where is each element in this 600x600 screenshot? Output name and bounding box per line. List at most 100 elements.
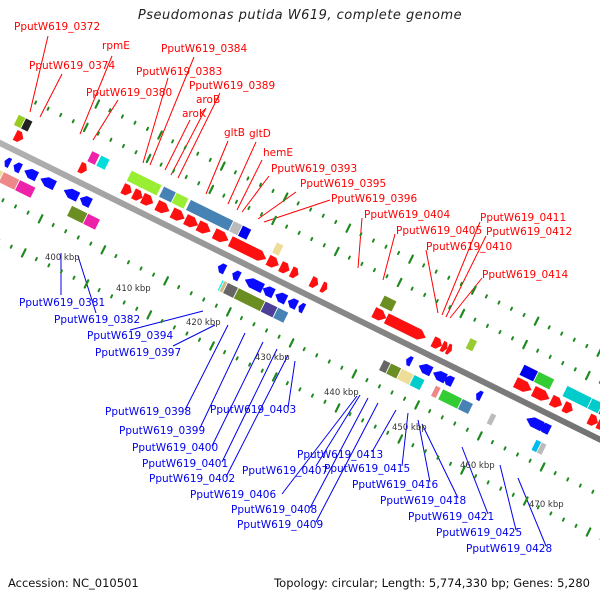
reverse-gene-label[interactable]: PputW619_0400 <box>132 442 218 454</box>
reverse-gene-label[interactable]: PputW619_0409 <box>237 519 323 531</box>
tick-mark <box>171 139 175 144</box>
tick-mark <box>197 181 201 186</box>
reverse-gene-label[interactable]: PputW619_0402 <box>149 473 235 485</box>
forward-gene-label[interactable]: gltD <box>249 128 271 140</box>
tick-mark <box>71 119 75 124</box>
reverse-gene-arrow <box>244 278 265 293</box>
forward-gene-label[interactable]: PputW619_0411 <box>480 212 566 224</box>
tick-mark <box>434 269 438 274</box>
forward-gene-label[interactable]: rpmE <box>102 40 130 52</box>
tick-mark <box>108 108 112 113</box>
reverse-gene-label[interactable]: PputW619_0381 <box>19 297 105 309</box>
reverse-gene-label[interactable]: PputW619_0416 <box>352 479 438 491</box>
tick-mark <box>428 409 432 414</box>
tick-mark <box>536 348 540 353</box>
tick-mark <box>282 192 289 202</box>
reverse-gene-box <box>429 384 442 400</box>
tick-mark <box>474 474 478 479</box>
leader-line <box>445 235 487 318</box>
reverse-gene-arrow <box>63 188 81 202</box>
forward-gene-label[interactable]: gltB <box>224 127 245 139</box>
tick-mark <box>548 354 552 359</box>
forward-gene-arrow <box>444 343 453 355</box>
forward-gene-arrow <box>371 307 387 321</box>
reverse-gene-label[interactable]: PputW619_0382 <box>54 314 140 326</box>
forward-gene-label[interactable]: aroB <box>196 94 220 106</box>
reverse-gene-label[interactable]: PputW619_0394 <box>87 330 173 342</box>
leader-line <box>287 360 296 409</box>
forward-gene-label[interactable]: PputW619_0384 <box>161 43 247 55</box>
tick-mark <box>359 232 363 237</box>
scale-label: 430 kbp <box>255 353 290 363</box>
forward-gene-arrow <box>77 161 87 174</box>
tick-mark <box>122 300 126 305</box>
reverse-gene-label[interactable]: PputW619_0421 <box>408 511 494 523</box>
leader-line <box>236 159 263 211</box>
tick-mark <box>448 305 452 310</box>
forward-gene-label[interactable]: PputW619_0374 <box>29 60 115 72</box>
forward-gene-arrow <box>227 236 267 261</box>
tick-mark <box>347 255 351 260</box>
forward-gene-label[interactable]: PputW619_0405 <box>396 225 482 237</box>
tick-mark <box>135 306 139 311</box>
tick-mark <box>528 458 532 463</box>
tick-mark <box>596 348 600 357</box>
reverse-gene-label[interactable]: PputW619_0428 <box>466 543 552 555</box>
tick-mark <box>522 496 529 506</box>
tick-mark <box>423 292 427 297</box>
leader-line <box>449 277 483 319</box>
forward-gene-label[interactable]: PputW619_0414 <box>482 269 568 281</box>
forward-gene-label[interactable]: aroK <box>182 108 207 120</box>
forward-gene-label[interactable]: hemE <box>263 147 293 159</box>
forward-gene-box <box>378 294 398 313</box>
reverse-gene-label[interactable]: PputW619_0415 <box>324 463 410 475</box>
leader-line <box>172 324 216 347</box>
reverse-gene-label[interactable]: PputW619_0425 <box>436 527 522 539</box>
reverse-gene-label[interactable]: PputW619_0399 <box>119 425 205 437</box>
reverse-gene-label[interactable]: PputW619_0397 <box>95 347 181 359</box>
forward-gene-label[interactable]: PputW619_0395 <box>300 178 386 190</box>
scale-label: 400 kbp <box>45 253 80 263</box>
forward-gene-label[interactable]: PputW619_0393 <box>271 163 357 175</box>
tick-mark <box>196 151 200 156</box>
tick-mark <box>365 378 369 383</box>
reverse-gene-box <box>272 306 290 324</box>
forward-gene-label[interactable]: PputW619_0412 <box>486 226 572 238</box>
tick-mark <box>377 384 382 389</box>
tick-mark <box>233 170 237 175</box>
reverse-gene-label[interactable]: PputW619_0407 <box>242 465 328 477</box>
reverse-gene-label[interactable]: PputW619_0408 <box>231 504 317 516</box>
reverse-gene-label[interactable]: PputW619_0403 <box>210 404 296 416</box>
leader-line <box>142 77 169 164</box>
forward-gene-label[interactable]: PputW619_0404 <box>364 209 450 221</box>
reverse-gene-label[interactable]: PputW619_0398 <box>105 406 191 418</box>
tick-mark <box>223 350 227 355</box>
forward-gene-box <box>532 370 556 391</box>
forward-gene-arrow <box>319 281 328 293</box>
tick-mark <box>547 325 551 330</box>
forward-gene-label[interactable]: PputW619_0372 <box>14 21 100 33</box>
forward-gene-box <box>464 337 479 353</box>
tick-mark <box>327 359 331 364</box>
forward-gene-label[interactable]: PputW619_0383 <box>136 66 222 78</box>
tick-mark <box>408 254 414 264</box>
reverse-gene-label[interactable]: PputW619_0418 <box>380 495 466 507</box>
reverse-gene-label[interactable]: PputW619_0406 <box>190 489 276 501</box>
tick-mark <box>264 328 269 333</box>
forward-gene-label[interactable]: PputW619_0380 <box>86 87 172 99</box>
leader-line <box>199 332 246 429</box>
reverse-gene-label[interactable]: PputW619_0401 <box>142 458 228 470</box>
tick-mark <box>185 331 189 336</box>
forward-gene-label[interactable]: PputW619_0396 <box>331 193 417 205</box>
forward-gene-arrow <box>383 313 426 340</box>
reverse-gene-label[interactable]: PputW619_0413 <box>297 449 383 461</box>
tick-mark <box>322 243 326 248</box>
forward-gene-label[interactable]: PputW619_0410 <box>426 241 512 253</box>
tick-mark <box>497 300 501 305</box>
forward-gene-label[interactable]: PputW619_0389 <box>189 80 275 92</box>
tick-mark <box>348 412 352 417</box>
tick-mark <box>83 279 90 289</box>
tick-mark <box>72 275 76 280</box>
leader-line <box>29 35 49 113</box>
tick-mark <box>189 291 193 296</box>
